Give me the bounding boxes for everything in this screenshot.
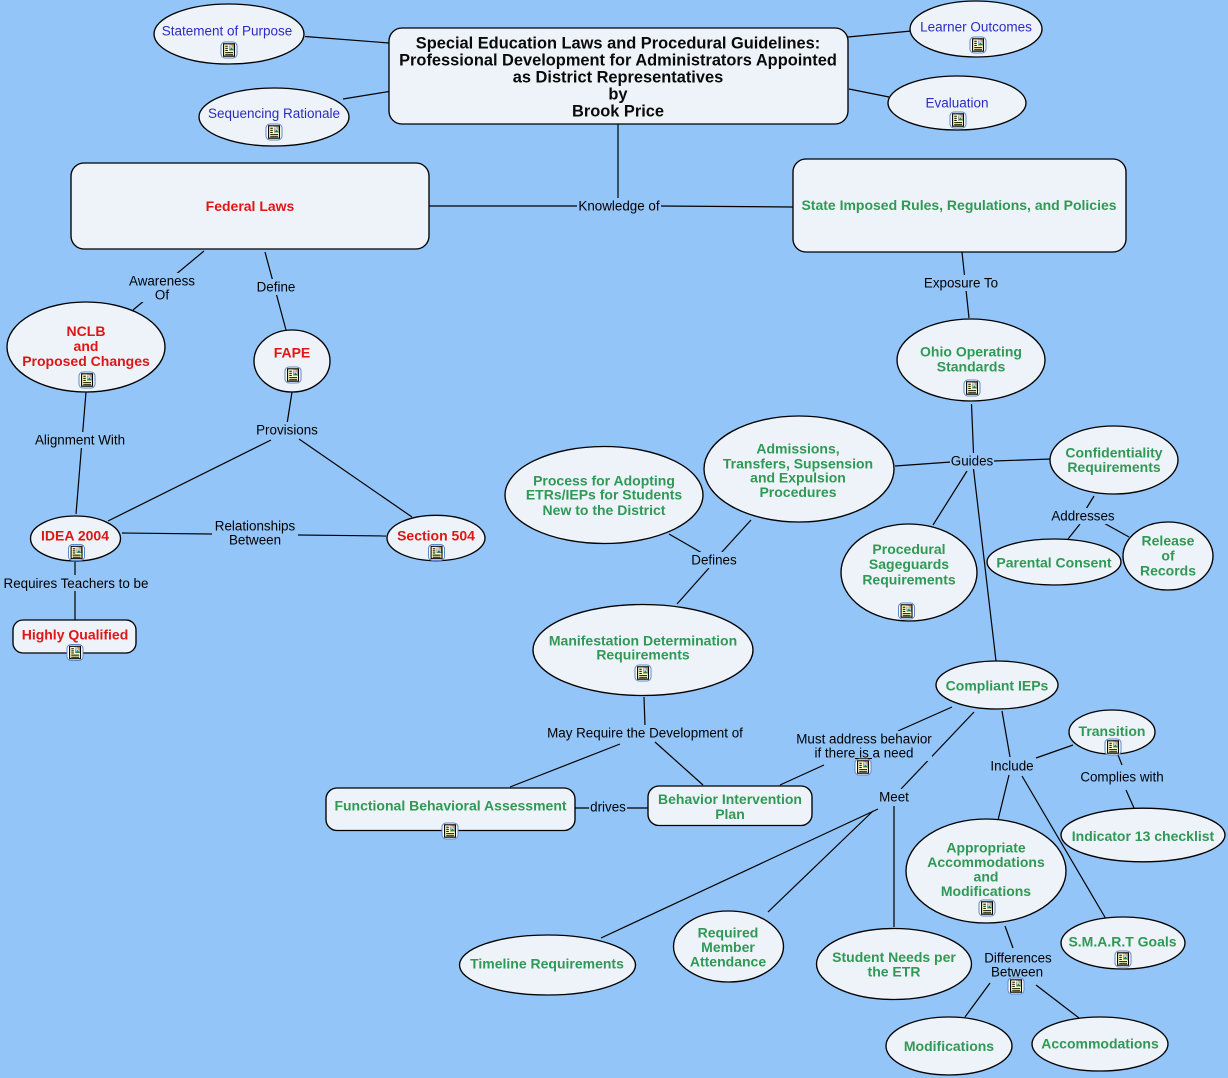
svg-text:Guides: Guides <box>951 454 994 469</box>
svg-text:Accommodations: Accommodations <box>927 854 1045 870</box>
svg-text:Timeline Requirements: Timeline Requirements <box>470 956 624 972</box>
svg-text:Defines: Defines <box>691 553 737 568</box>
svg-text:Highly Qualified: Highly Qualified <box>22 627 129 643</box>
svg-text:as District Representatives: as District Representatives <box>513 69 723 87</box>
svg-text:Compliant IEPs: Compliant IEPs <box>946 678 1049 694</box>
svg-text:Provisions: Provisions <box>256 423 318 438</box>
svg-text:Behavior Intervention: Behavior Intervention <box>658 791 802 807</box>
svg-text:Required: Required <box>698 925 759 941</box>
svg-text:Sequencing Rationale: Sequencing Rationale <box>208 106 340 121</box>
svg-text:State Imposed Rules, Regulatio: State Imposed Rules, Regulations, and Po… <box>801 197 1116 213</box>
svg-text:Differences: Differences <box>984 951 1052 966</box>
svg-text:Alignment With: Alignment With <box>35 433 125 448</box>
svg-text:Between: Between <box>991 965 1043 980</box>
svg-text:Confidentiality: Confidentiality <box>1065 445 1162 461</box>
svg-text:Plan: Plan <box>715 806 745 822</box>
svg-text:Meet: Meet <box>879 790 909 805</box>
svg-text:Transfers, Supsension: Transfers, Supsension <box>723 456 873 472</box>
svg-text:New to the District: New to the District <box>543 502 666 518</box>
svg-text:FAPE: FAPE <box>274 345 311 361</box>
svg-text:Knowledge of: Knowledge of <box>578 199 659 214</box>
svg-text:Ohio Operating: Ohio Operating <box>920 344 1022 360</box>
svg-text:Records: Records <box>1140 563 1196 579</box>
svg-text:and: and <box>974 869 999 885</box>
svg-text:Evaluation: Evaluation <box>925 96 988 111</box>
svg-text:Professional Development for A: Professional Development for Administrat… <box>399 52 837 70</box>
svg-text:Statement of Purpose: Statement of Purpose <box>162 24 293 39</box>
svg-text:Awareness: Awareness <box>129 274 195 289</box>
svg-text:Procedural: Procedural <box>872 541 945 557</box>
svg-text:Requirements: Requirements <box>862 572 956 588</box>
svg-text:ETRs/IEPs for Students: ETRs/IEPs for Students <box>526 487 683 503</box>
svg-text:and Expulsion: and Expulsion <box>750 470 846 486</box>
svg-text:Appropriate: Appropriate <box>946 840 1026 856</box>
svg-text:Requirements: Requirements <box>596 647 690 663</box>
svg-text:Relationships: Relationships <box>215 519 296 534</box>
svg-text:Requirements: Requirements <box>1067 459 1161 475</box>
svg-text:Sageguards: Sageguards <box>869 556 949 572</box>
svg-text:Modifications: Modifications <box>941 883 1031 899</box>
svg-text:the ETR: the ETR <box>868 964 921 980</box>
svg-text:Process for Adopting: Process for Adopting <box>533 473 675 489</box>
svg-text:Brook Price: Brook Price <box>572 103 664 121</box>
svg-text:and: and <box>74 338 99 354</box>
svg-text:Indicator 13 checklist: Indicator 13 checklist <box>1072 828 1215 844</box>
svg-text:NCLB: NCLB <box>67 323 106 339</box>
svg-text:S.M.A.R.T Goals: S.M.A.R.T Goals <box>1068 934 1176 950</box>
svg-text:Include: Include <box>990 759 1033 774</box>
svg-text:Learner Outcomes: Learner Outcomes <box>920 20 1032 35</box>
svg-text:Complies with: Complies with <box>1080 770 1163 785</box>
svg-text:Release: Release <box>1142 533 1195 549</box>
svg-text:if there is a need: if there is a need <box>814 746 913 761</box>
svg-text:Standards: Standards <box>937 359 1006 375</box>
svg-text:Federal Laws: Federal Laws <box>206 198 295 214</box>
svg-text:Special Education Laws and Pro: Special Education Laws and Procedural Gu… <box>416 35 820 53</box>
svg-text:Modifications: Modifications <box>904 1038 994 1054</box>
svg-text:Procedures: Procedures <box>759 484 836 500</box>
svg-text:Accommodations: Accommodations <box>1041 1036 1159 1052</box>
svg-text:Transition: Transition <box>1079 723 1146 739</box>
svg-text:Addresses: Addresses <box>1051 509 1115 524</box>
svg-text:drives: drives <box>590 800 626 815</box>
svg-text:Between: Between <box>229 533 281 548</box>
svg-text:Requires Teachers to be: Requires Teachers to be <box>4 576 149 591</box>
svg-text:Define: Define <box>257 280 296 295</box>
svg-text:Functional Behavioral Assessme: Functional Behavioral Assessment <box>334 798 566 814</box>
svg-text:Manifestation Determination: Manifestation Determination <box>549 633 737 649</box>
svg-text:by: by <box>608 86 628 104</box>
svg-text:Exposure To: Exposure To <box>924 276 998 291</box>
svg-text:Member: Member <box>701 939 755 955</box>
svg-text:Admissions,: Admissions, <box>756 441 839 457</box>
svg-text:Of: Of <box>155 288 169 303</box>
svg-text:Proposed Changes: Proposed Changes <box>22 353 150 369</box>
svg-text:Student Needs per: Student Needs per <box>832 949 956 965</box>
svg-text:IDEA 2004: IDEA 2004 <box>41 528 109 544</box>
svg-text:Parental Consent: Parental Consent <box>996 555 1111 571</box>
svg-text:May Require the Development of: May Require the Development of <box>547 726 743 741</box>
svg-text:of: of <box>1161 548 1175 564</box>
svg-text:Must address behavior: Must address behavior <box>796 732 932 747</box>
svg-text:Attendance: Attendance <box>690 954 766 970</box>
svg-text:Section 504: Section 504 <box>397 528 475 544</box>
